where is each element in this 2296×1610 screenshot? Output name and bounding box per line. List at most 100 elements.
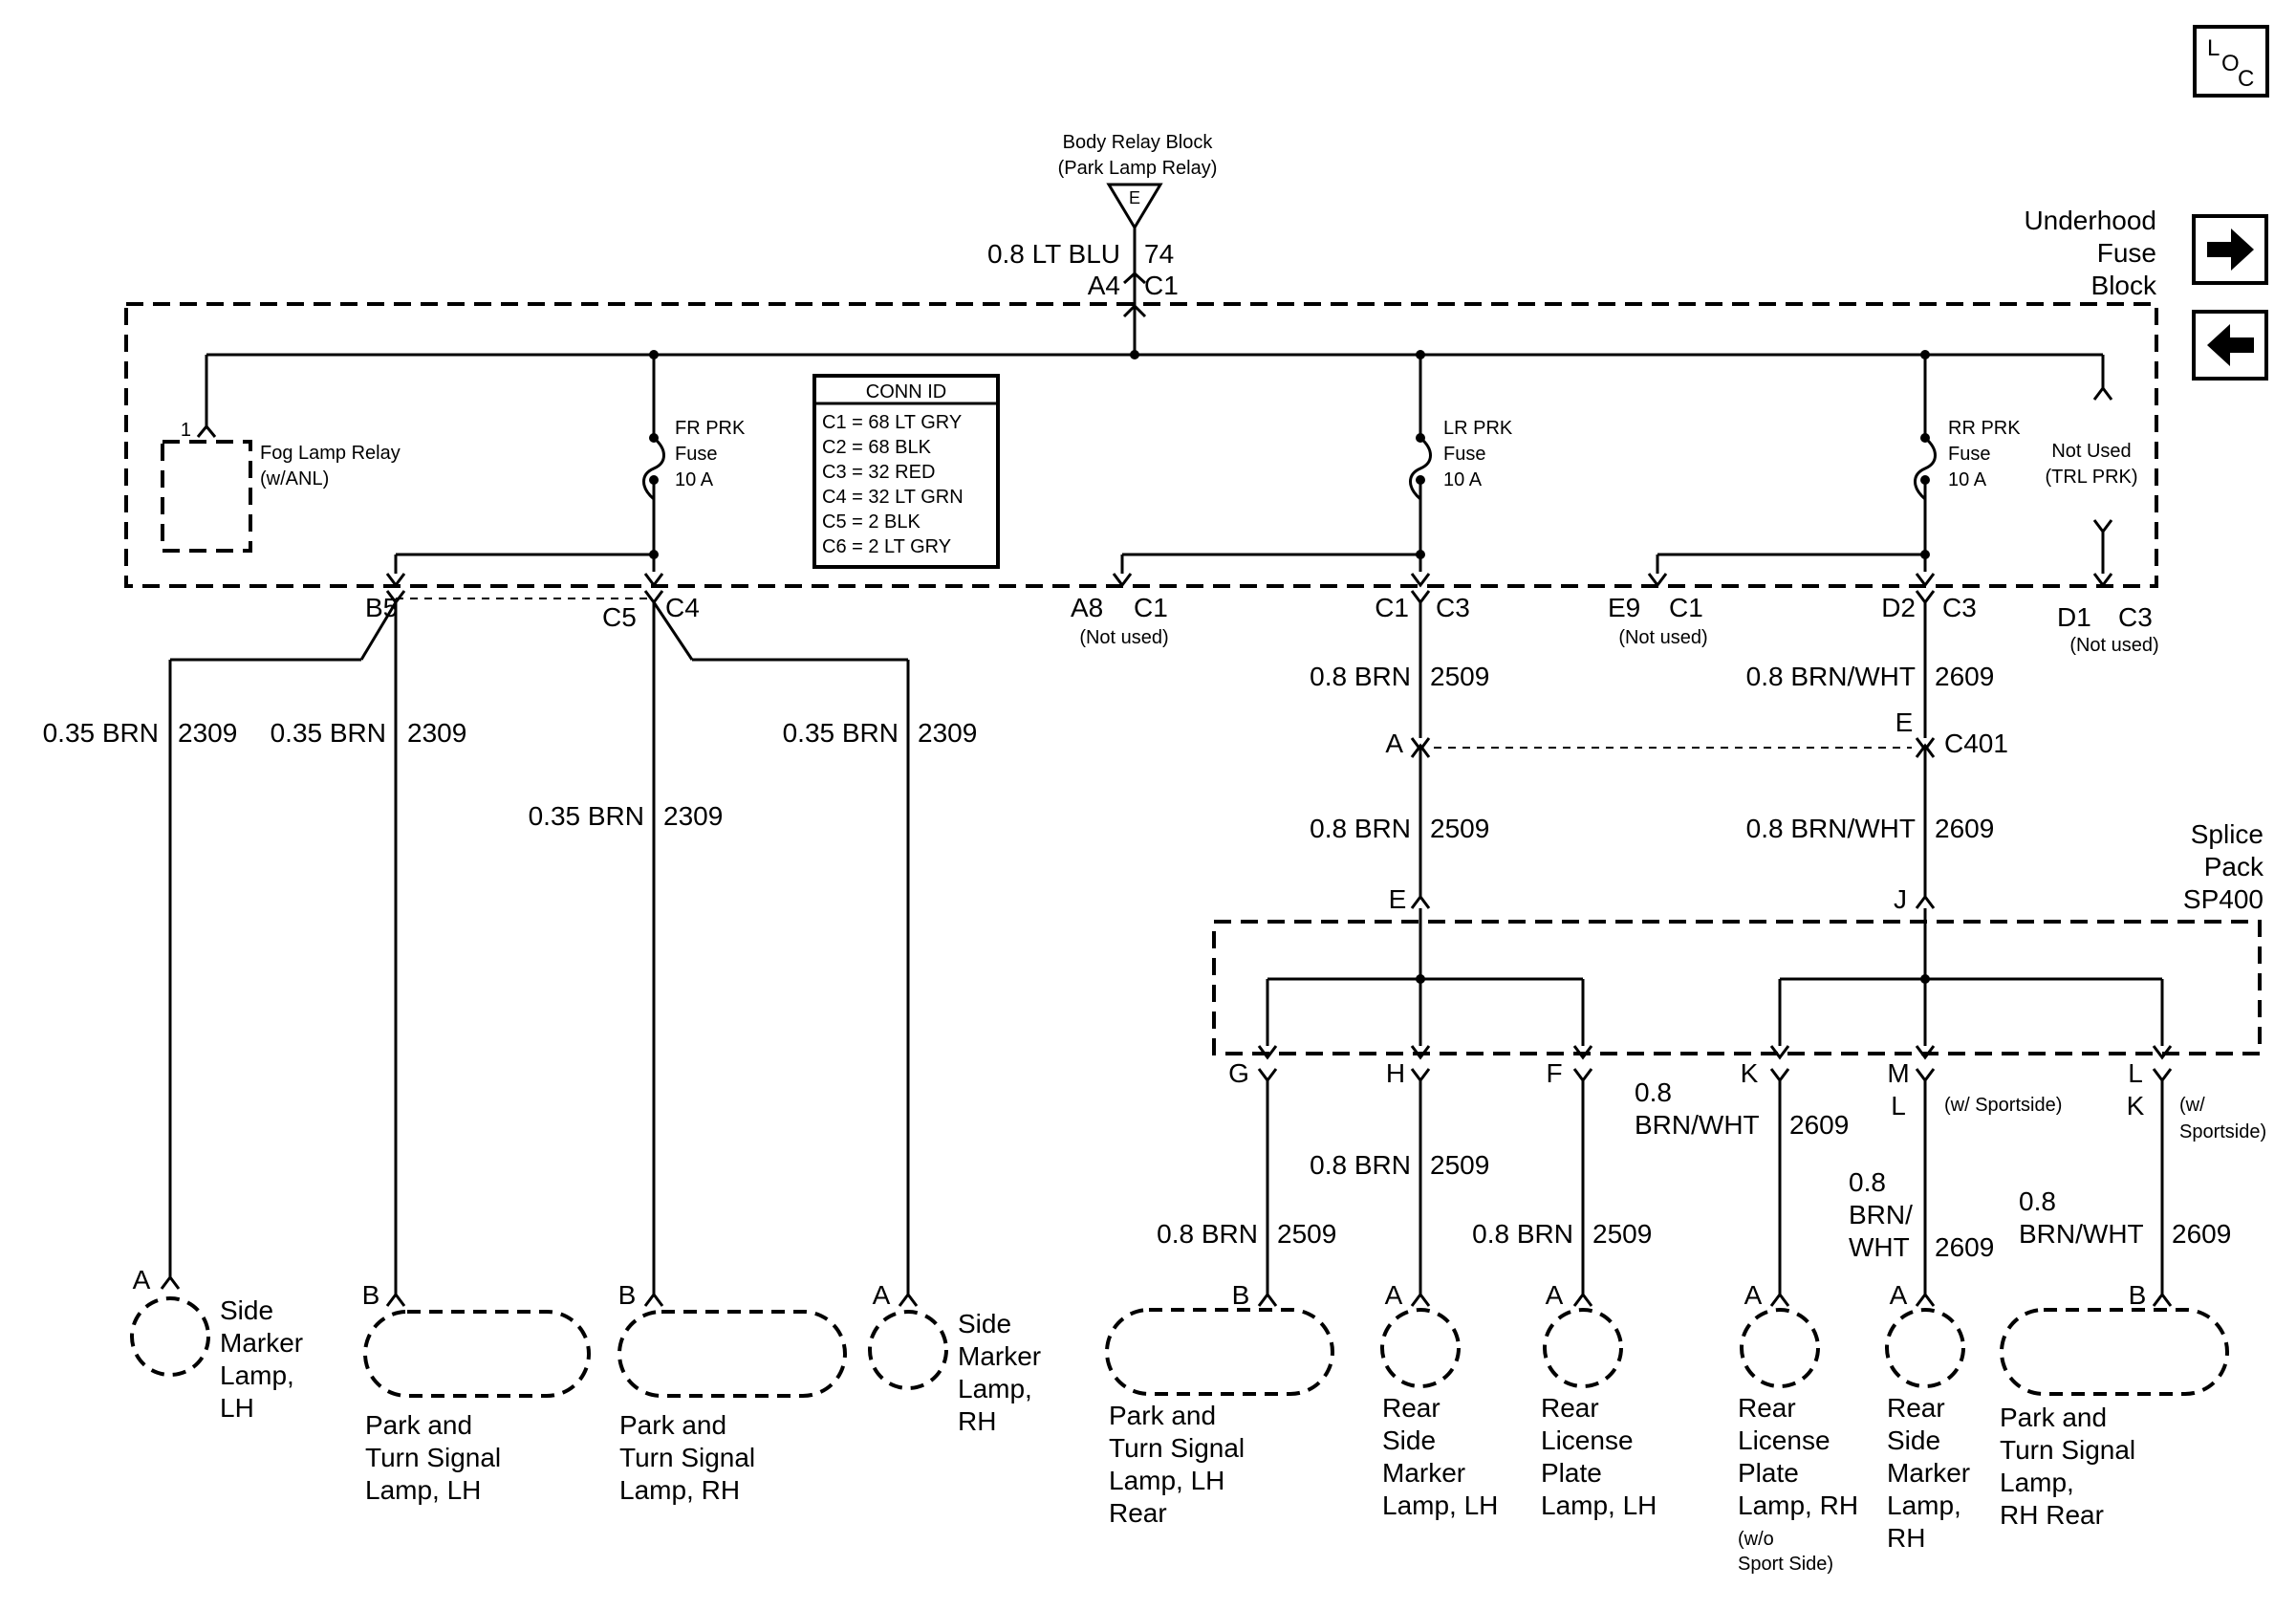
conn-id-row: C2 = 68 BLK <box>822 437 932 458</box>
relay-terminal-label: E <box>1129 188 1140 207</box>
wire-spec-l-1: 0.8 <box>2019 1186 2056 1216</box>
splice-pack-title-2: Pack <box>2204 852 2264 881</box>
lamp-pin: B <box>618 1280 637 1310</box>
d1-not-used: (Not used) <box>2069 635 2158 656</box>
arrow-left-icon[interactable] <box>2192 310 2268 381</box>
circuit-74: 74 <box>1144 239 1174 269</box>
wire-spec-l-2: BRN/WHT <box>2019 1219 2144 1249</box>
fog-lamp-relay-note: (w/ANL) <box>260 468 329 490</box>
body-relay-block-subtitle: (Park Lamp Relay) <box>1058 158 1218 179</box>
conn-id-header: CONN ID <box>866 381 946 402</box>
wire-circuit: 2309 <box>663 801 723 831</box>
wire-spec: 0.35 BRN <box>43 718 159 748</box>
trl-prk-label: (TRL PRK) <box>2045 467 2137 488</box>
lamp-label: Lamp, <box>2000 1468 2074 1497</box>
lamp-label: Lamp, LH <box>1541 1490 1657 1520</box>
park-turn-lamp-lh-icon <box>363 1310 591 1398</box>
splice-out-m: M <box>1887 1058 1909 1088</box>
wire-spec: 0.8 BRN <box>1472 1219 1573 1249</box>
splice-out-l: L <box>2128 1058 2143 1088</box>
lamp-pin: A <box>1385 1280 1403 1310</box>
splice-out-l-note-1: (w/ <box>2179 1095 2205 1116</box>
wire-spec: 0.35 BRN <box>271 718 386 748</box>
lamp-label: Turn Signal <box>1109 1433 1245 1463</box>
lamp-label: Rear <box>1738 1393 1796 1423</box>
lamp-label: Park and <box>365 1410 472 1440</box>
fuse-icon <box>1409 355 1432 572</box>
wire-spec-m-2: BRN/ <box>1849 1200 1913 1229</box>
wire-spec-lt-blu: 0.8 LT BLU <box>987 239 1120 269</box>
location-icon[interactable]: L O C <box>2193 25 2269 98</box>
lamp-label: Turn Signal <box>365 1443 501 1472</box>
lamp-label: License <box>1541 1425 1634 1455</box>
rr-prk-fuse-name: RR PRK <box>1948 418 2021 439</box>
lamp-label: Turn Signal <box>2000 1435 2135 1465</box>
lamp-label: Lamp, LH <box>1109 1466 1224 1495</box>
lamp-pin: A <box>873 1280 891 1310</box>
rear-side-marker-lamp-rh-icon <box>1885 1308 1965 1388</box>
rr-prk-fuse-rating: 10 A <box>1948 469 1987 490</box>
wire-spec: 0.8 BRN/WHT <box>1746 662 1916 691</box>
fuse-block-title-1: Underhood <box>2024 206 2156 235</box>
lamp-note: Sport Side) <box>1738 1554 1833 1575</box>
lamp-label: Plate <box>1541 1458 1602 1488</box>
pin-d2: D2 <box>1881 593 1916 622</box>
lamp-label: Park and <box>619 1410 726 1440</box>
wire-spec-m-1: 0.8 <box>1849 1167 1886 1197</box>
lamp-label: Side <box>1887 1425 1940 1455</box>
lamp-label: Lamp, <box>958 1374 1032 1403</box>
conn-id-row: C4 = 32 LT GRN <box>822 487 964 508</box>
park-lamp-relay-terminal-icon: E <box>1106 183 1163 230</box>
underhood-fuse-block-outline <box>124 302 2158 588</box>
lamp-note: (w/o <box>1738 1529 1774 1550</box>
lamp-label: Side <box>1382 1425 1436 1455</box>
rear-side-marker-lamp-lh-icon <box>1380 1308 1461 1388</box>
lamp-pin: A <box>1890 1280 1908 1310</box>
splice-out-k: K <box>1741 1058 1759 1088</box>
fog-lamp-relay-label: Fog Lamp Relay <box>260 443 401 464</box>
wire-circuit-k: 2609 <box>1789 1110 1849 1140</box>
connector-c1-top: C1 <box>1144 271 1179 300</box>
pin-d1: D1 <box>2057 602 2091 632</box>
pin-e9: E9 <box>1608 593 1640 622</box>
wire-spec: 0.35 BRN <box>783 718 899 748</box>
wire-circuit: 2309 <box>407 718 466 748</box>
side-marker-lamp-rh-icon <box>868 1310 948 1390</box>
lamp-label: Lamp, <box>220 1360 294 1390</box>
side-marker-lamp-lh-icon <box>130 1296 210 1377</box>
conn-id-row: C3 = 32 RED <box>822 462 935 483</box>
splice-input-e: E <box>1389 884 1407 914</box>
splice-out-m-alt: L <box>1891 1091 1906 1120</box>
fog-lamp-relay-box <box>161 440 252 553</box>
fuse-block-title-3: Block <box>2091 271 2157 300</box>
splice-out-m-note: (w/ Sportside) <box>1944 1095 2062 1116</box>
lamp-label: Lamp, RH <box>619 1475 740 1505</box>
wire-circuit: 2309 <box>178 718 237 748</box>
loc-letter-l: L <box>2207 35 2220 61</box>
wire-circuit: 2509 <box>1430 1150 1489 1180</box>
lamp-label: Rear <box>1541 1393 1599 1423</box>
lamp-pin: B <box>362 1280 380 1310</box>
lamp-label: Marker <box>220 1328 303 1358</box>
lamp-pin: B <box>2129 1280 2147 1310</box>
fuse-icon <box>1914 355 1937 572</box>
arrow-right-icon[interactable] <box>2192 214 2268 285</box>
splice-out-f: F <box>1546 1058 1562 1088</box>
pin-a4: A4 <box>1088 271 1120 300</box>
splice-pack-title-1: Splice <box>2191 819 2264 849</box>
wire-spec-k-1: 0.8 <box>1635 1077 1672 1107</box>
lr-prk-fuse-rating: 10 A <box>1443 469 1483 490</box>
conn-c4: C4 <box>665 593 700 622</box>
wire-circuit: 2509 <box>1592 1219 1652 1249</box>
fr-prk-fuse-label: Fuse <box>675 444 717 465</box>
lamp-label: Lamp, RH <box>1738 1490 1858 1520</box>
conn-id-row: C6 = 2 LT GRY <box>822 536 951 557</box>
pin-a8: A8 <box>1071 593 1103 622</box>
lr-prk-fuse-label: Fuse <box>1443 444 1485 465</box>
splice-pack-sp400-outline <box>1212 920 2262 1055</box>
lamp-label: License <box>1738 1425 1830 1455</box>
splice-input-j: J <box>1894 884 1907 914</box>
lamp-label: Rear <box>1382 1393 1440 1423</box>
